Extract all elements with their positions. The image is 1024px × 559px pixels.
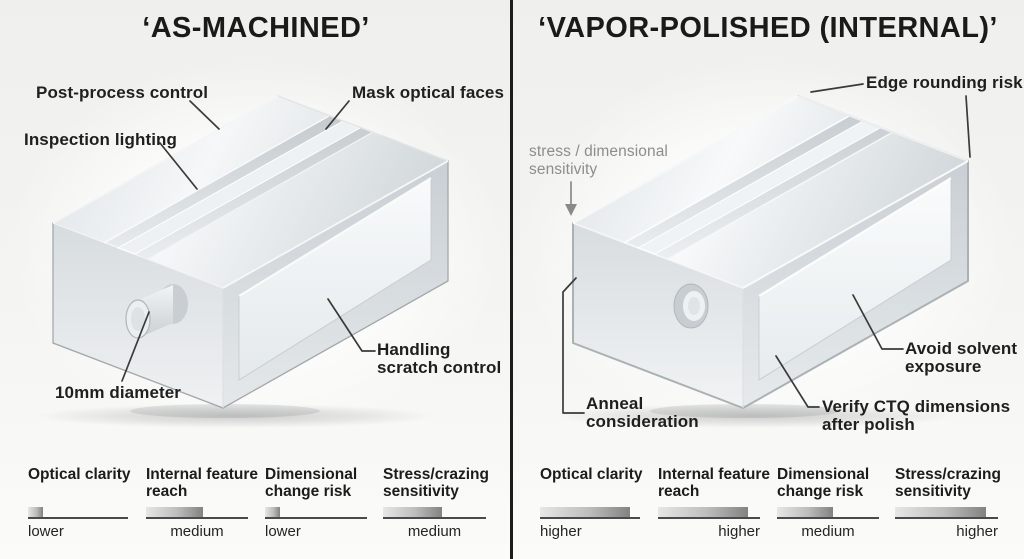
level-bar [658, 506, 760, 520]
level-bar-track [658, 516, 760, 520]
level-bar-fill [146, 507, 204, 518]
panel-title: ‘AS-MACHINED’ [142, 12, 370, 44]
metric-stress-crazing-sensitivity: Stress/crazing sensitivity higher [895, 466, 1001, 541]
level-bar-fill [540, 507, 630, 517]
level-bar-fill [383, 507, 442, 518]
metrics-row: Optical clarity higher Internal feature … [512, 466, 1024, 556]
metric-name: Internal feature reach [658, 466, 770, 501]
metric-level: higher [956, 523, 998, 541]
callout-mask-optical-faces: Mask optical faces [352, 83, 505, 102]
metric-dimensional-change-risk: Dimensional change risk lower [265, 466, 367, 540]
level-bar [540, 506, 640, 519]
callout-stress-dimensional-sensitivity: stress / dimensional sensitivity [529, 143, 668, 179]
level-bar [265, 506, 367, 520]
metric-name: Stress/crazing sensitivity [895, 466, 1001, 501]
callout-avoid-solvent-exposure: Avoid solvent exposure [905, 339, 1018, 377]
callout-anneal-consideration: Anneal consideration [586, 394, 699, 432]
level-bar-track [777, 516, 879, 520]
callout-handling-scratch-control: Handling scratch control [377, 340, 502, 378]
level-bar [777, 506, 879, 520]
level-bar-fill [895, 507, 986, 518]
level-bar-track [895, 516, 998, 520]
acrylic-block-as-machined-illustration [35, 95, 450, 428]
level-bar-fill [28, 507, 43, 517]
panel-as-machined: ‘AS-MACHINED’ [0, 12, 512, 556]
metric-level: medium [407, 523, 462, 541]
acrylic-block-vapor-polished-illustration [555, 94, 969, 428]
level-bar-track [540, 516, 640, 519]
level-bar-track [146, 516, 248, 520]
level-bar-track [28, 516, 128, 519]
metric-stress-crazing-sensitivity: Stress/crazing sensitivity medium [383, 466, 489, 541]
metric-name: Internal feature reach [146, 466, 258, 501]
panel-vapor-polished: ‘VAPOR-POLISHED (INTERNAL)’ [512, 0, 1024, 559]
level-bar [28, 506, 128, 519]
metric-level: higher [540, 523, 582, 540]
level-bar-fill [265, 507, 281, 518]
callout-inspection-lighting: Inspection lighting [24, 130, 177, 149]
level-bar [383, 506, 486, 520]
metric-name: Dimensional change risk [777, 466, 870, 501]
metrics-row: Optical clarity lower Internal feature r… [0, 466, 512, 556]
level-bar [895, 506, 998, 520]
callout-10mm-diameter: 10mm diameter [55, 383, 182, 402]
callout-edge-rounding-risk: Edge rounding risk [866, 73, 1023, 92]
metric-level: medium [801, 523, 855, 541]
metric-name: Optical clarity [540, 466, 643, 483]
level-bar-track [265, 516, 367, 520]
metric-optical-clarity: Optical clarity higher [540, 466, 643, 540]
metric-internal-feature-reach: Internal feature reach medium [146, 466, 258, 541]
callout-post-process-control: Post-process control [36, 83, 209, 102]
metric-dimensional-change-risk: Dimensional change risk medium [777, 466, 879, 540]
panel-divider [510, 0, 513, 559]
level-bar-fill [658, 507, 748, 518]
metric-name: Optical clarity [28, 466, 131, 483]
metric-level: higher [718, 523, 760, 541]
panel-title: ‘VAPOR-POLISHED (INTERNAL)’ [538, 12, 998, 44]
metric-name: Dimensional change risk [265, 466, 358, 501]
metric-name: Stress/crazing sensitivity [383, 466, 489, 501]
level-bar-track [383, 516, 486, 520]
metric-optical-clarity: Optical clarity lower [28, 466, 131, 540]
metric-internal-feature-reach: Internal feature reach higher [658, 466, 770, 541]
metric-level: lower [265, 523, 301, 541]
metric-level: medium [170, 523, 224, 541]
callout-verify-ctq-dimensions: Verify CTQ dimensions after polish [822, 397, 1011, 435]
metric-level: lower [28, 523, 64, 540]
level-bar [146, 506, 248, 520]
level-bar-fill [777, 507, 834, 518]
